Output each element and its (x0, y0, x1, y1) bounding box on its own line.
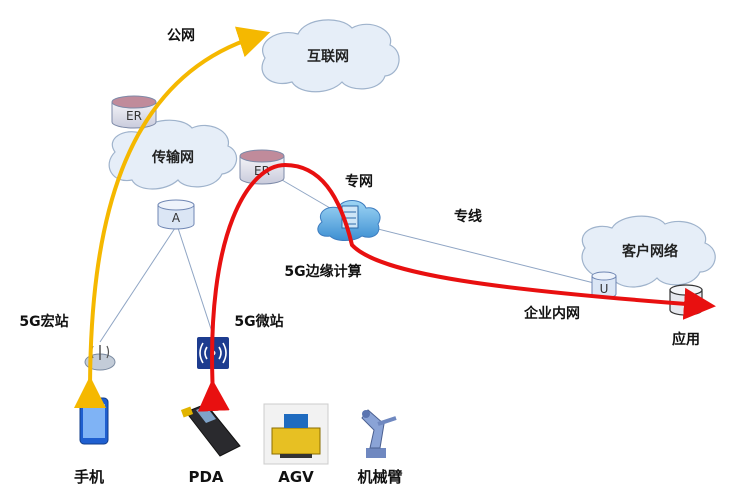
robot-arm-label: 机械臂 (357, 468, 402, 486)
customer-network-cloud: 客户网络 (581, 215, 716, 288)
phone-label: 手机 (74, 468, 104, 486)
private-network-label: 专网 (345, 173, 373, 190)
customer-network-label: 客户网络 (621, 243, 678, 260)
internet-label: 互联网 (307, 49, 349, 65)
agv-icon (263, 403, 329, 465)
phone-icon (79, 397, 109, 445)
pda-label: PDA (188, 468, 223, 486)
u-node-label: U (600, 282, 609, 296)
pda-icon (180, 403, 241, 457)
robot-arm-icon (361, 409, 397, 458)
a-node: A (157, 199, 195, 230)
enterprise-intranet-label: 企业内网 (523, 305, 580, 322)
private-network-path (197, 162, 716, 412)
transport-network-label: 传输网 (151, 149, 194, 166)
macro-station-label: 5G宏站 (19, 313, 68, 330)
edge-computing-label: 5G边缘计算 (284, 263, 361, 280)
er-top-label: ER (126, 109, 142, 123)
dedicated-line-label: 专线 (454, 208, 482, 225)
u-node: U (591, 271, 617, 299)
application-label: 应用 (672, 331, 700, 348)
agv-label: AGV (278, 468, 314, 486)
internet-cloud: 互联网 (261, 19, 400, 93)
public-network-label: 公网 (167, 28, 195, 44)
micro-station-label: 5G微站 (234, 313, 283, 330)
application-db-icon (669, 284, 703, 316)
er-top-node: ER (111, 95, 157, 129)
a-node-label: A (172, 211, 181, 225)
public-network-path (73, 26, 271, 409)
